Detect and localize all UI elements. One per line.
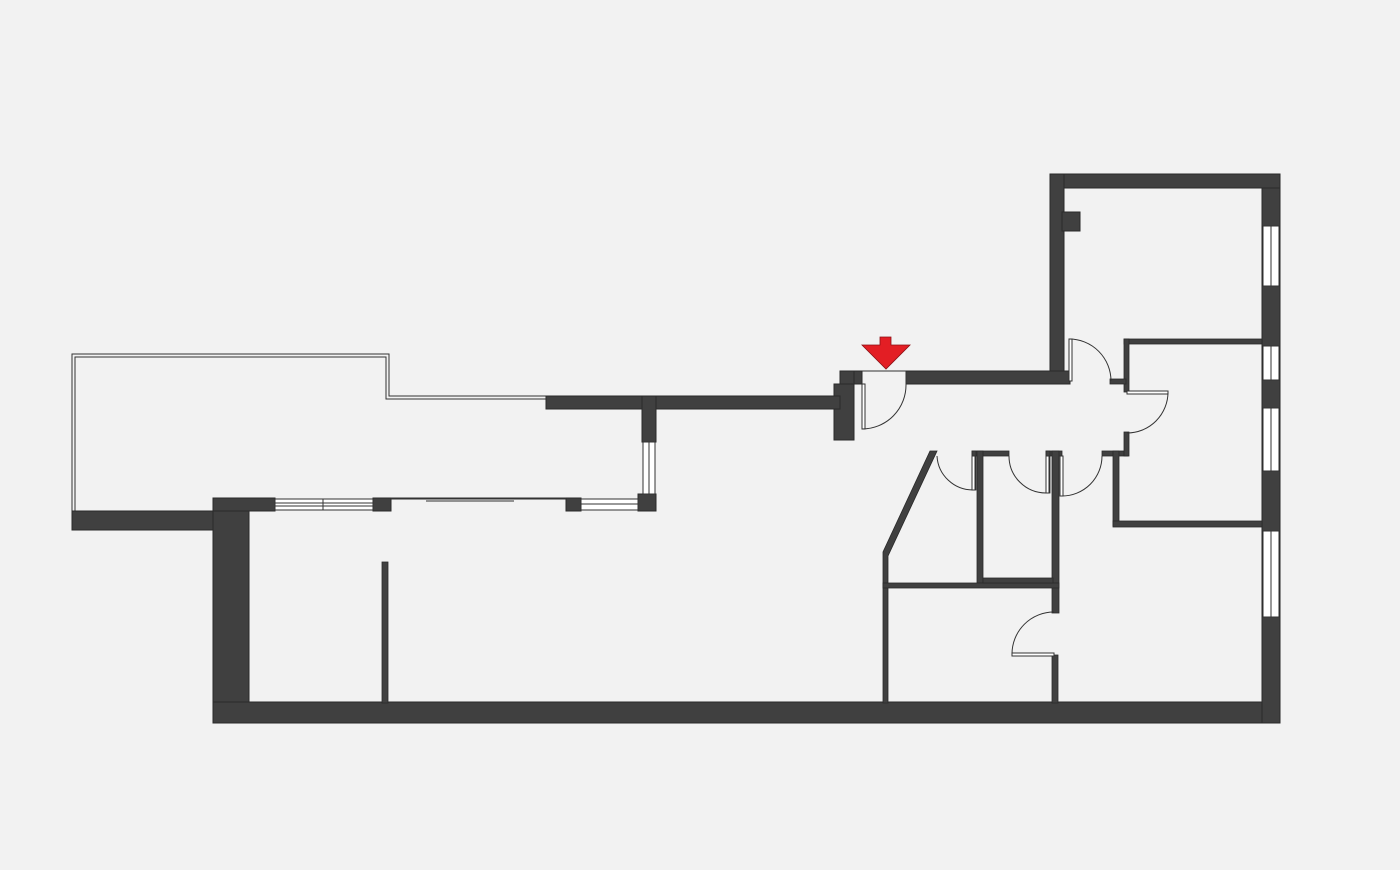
wall-corridor-divider-lower	[1051, 654, 1059, 704]
door-bath-2-swing	[1008, 455, 1047, 494]
door-bedroom-east-swing	[1126, 391, 1169, 434]
wall-bedroom-bottom	[1112, 520, 1263, 528]
living-divider	[381, 561, 389, 704]
wall-bedroom-west	[1112, 450, 1120, 527]
door-bath-3-swing	[1061, 455, 1103, 497]
wall-diagonal	[882, 450, 938, 704]
wall-bedroom-vertical-lower	[1123, 431, 1130, 457]
wall-corridor-small	[1109, 378, 1127, 385]
wall-bath-bottom-inner	[982, 577, 1054, 584]
door-lower-swing	[1011, 611, 1055, 655]
wall-north-east	[1049, 173, 1281, 189]
wall-living-north-left	[212, 497, 276, 512]
entrance-door-leaf	[861, 383, 866, 430]
arrow-down-icon	[861, 336, 911, 370]
wall-stub-living	[641, 395, 657, 443]
wall-east-block-west	[1049, 173, 1065, 385]
pilaster	[1061, 211, 1081, 232]
door-lower-leaf	[1011, 652, 1055, 657]
entrance-door-swing	[861, 383, 907, 430]
door-bedroom-north-leaf	[1068, 338, 1073, 382]
wall-south	[212, 701, 1281, 724]
east-windows	[1262, 225, 1280, 618]
glazing-left	[274, 498, 374, 511]
balcony-railing-outer	[71, 353, 546, 511]
balcony-railing-inner	[74, 356, 546, 511]
wall-living-north-mid	[372, 497, 392, 512]
door-bedroom-east-leaf	[1126, 390, 1169, 395]
wall-bedroom-top	[1123, 338, 1263, 345]
entrance-jamb-lower	[833, 383, 855, 441]
balcony	[71, 353, 546, 511]
door-bath-3-leaf	[1059, 455, 1064, 497]
living-glazing	[274, 441, 656, 511]
wall-bath-divider	[976, 450, 984, 585]
wall-bath-bottom	[882, 582, 1060, 589]
door-bath-1-leaf	[971, 455, 976, 491]
wall-north-middle	[545, 395, 841, 410]
interior-partitions	[381, 338, 1263, 704]
door-bath-2-leaf	[1045, 455, 1050, 494]
wall-west	[212, 497, 250, 724]
wall-living-north-right	[565, 497, 582, 512]
doors	[861, 338, 1169, 657]
door-bedroom-north-swing	[1068, 338, 1112, 382]
balcony-parapet	[71, 510, 215, 531]
wall-stub-living-lower	[637, 493, 657, 512]
wall-corridor-divider	[1051, 450, 1060, 614]
wall-corridor-north	[905, 370, 1071, 385]
entrance-marker	[861, 336, 911, 370]
door-bath-1-swing	[936, 455, 974, 491]
